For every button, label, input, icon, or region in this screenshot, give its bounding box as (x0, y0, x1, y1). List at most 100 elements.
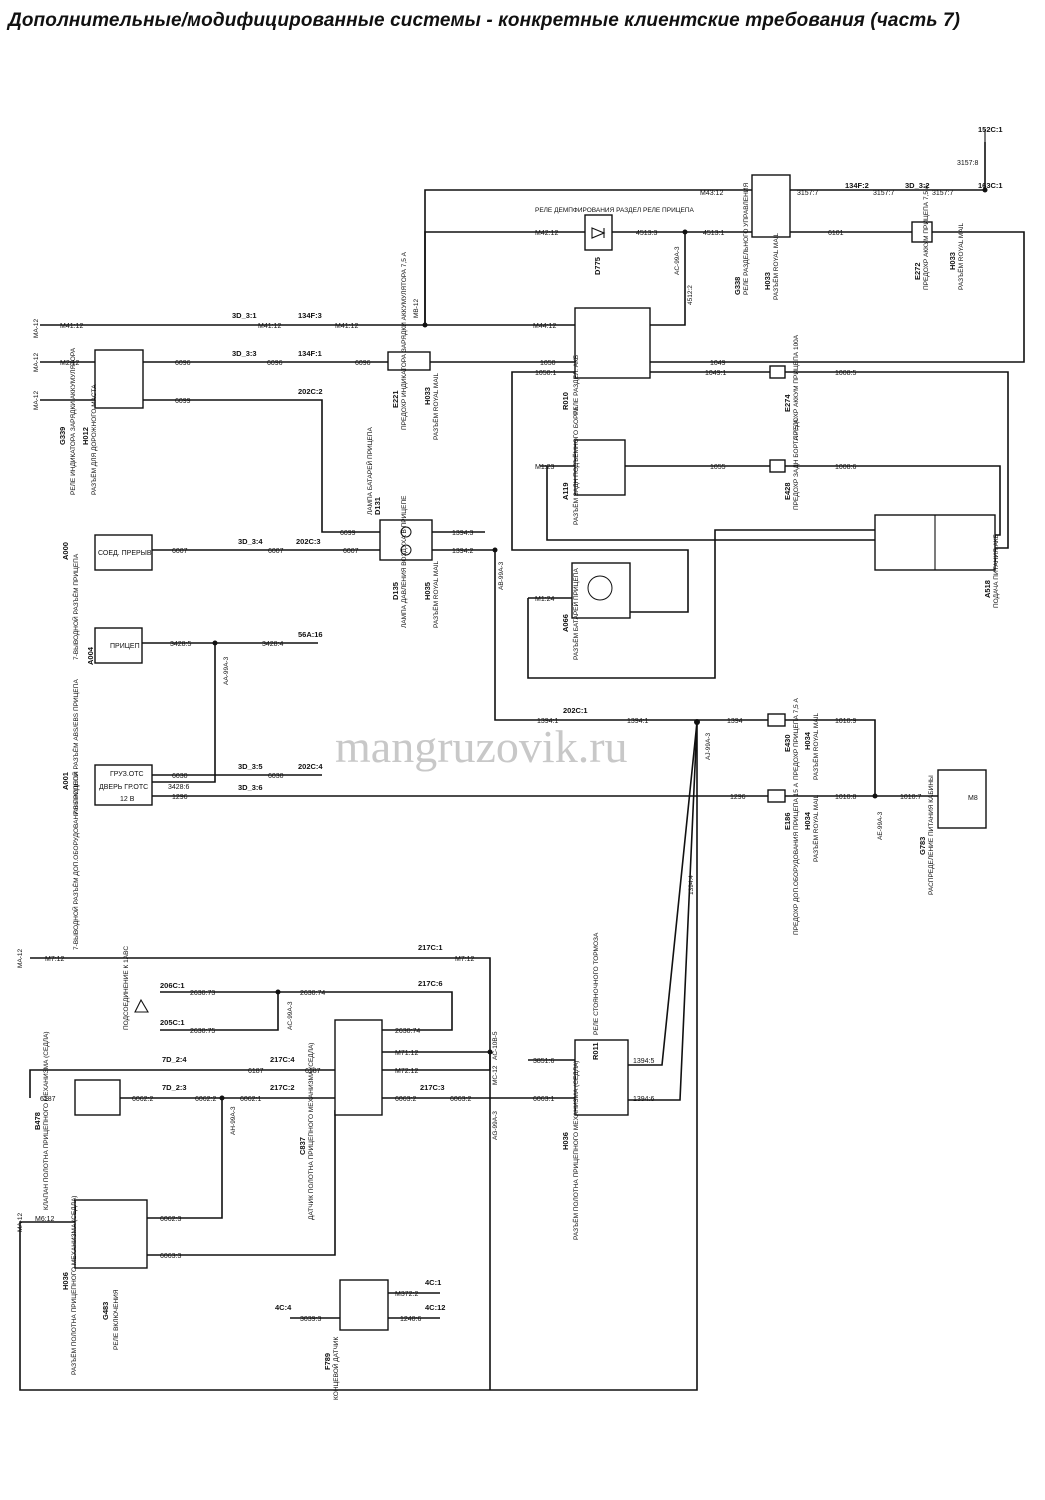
connector-label: 217C:3 (420, 1083, 445, 1092)
component-code: A066 (561, 614, 570, 632)
connector-label: 206C:1 (160, 981, 185, 990)
component-name: ПРЕДОХР ДОП.ОБОРУДОВАНИЯ ПРИЦЕПА 15 А (793, 782, 800, 935)
ground-label: MA-12 (33, 318, 40, 338)
ground-label: MC-12 (492, 1065, 499, 1085)
splice-label: 4512:2 (687, 285, 694, 305)
component-inner: ПРИЦЕП (110, 643, 140, 650)
splice-dots (212, 187, 988, 1101)
connector-label: M42:12 (535, 230, 558, 237)
connector-label: 1008:6 (835, 464, 857, 471)
ground-label: MA-12 (17, 948, 24, 968)
component-name: РЕЛЕ РАЗДЕЛ. АКБ (573, 355, 580, 415)
connector-label: M1:24 (535, 596, 555, 603)
component-name: ЛАМПА ДАВЛЕНИЯ ВОЗДУХА В ПРИЦЕПЕ (401, 495, 408, 628)
connector-label: M71:12 (395, 1050, 418, 1057)
connector-label: 6007 (343, 548, 359, 555)
connector-label: 1049:1 (705, 370, 727, 377)
component-name: РАЗЪЁМ ДЛЯ ДОРОЖНОГО МАСТА (90, 384, 98, 495)
component-name: РЕЛЕ ДЕМПФИРОВАНИЯ РАЗДЕЛ РЕЛЕ ПРИЦЕПА (535, 207, 695, 214)
component-row: ГРУЗ.ОТС (110, 771, 144, 778)
connector-label: 4C:4 (275, 1303, 292, 1312)
splice-label: AE-99A-3 (877, 811, 884, 840)
connector-label: 3428:4 (262, 641, 284, 648)
page-title: Дополнительные/модифицированные системы … (8, 10, 961, 31)
component-code: A001 (61, 772, 70, 790)
connector-label: M6:12 (35, 1216, 55, 1223)
component-code: F789 (323, 1353, 332, 1370)
component-code: H035 (423, 582, 432, 600)
component-name: КОНЦЕВОЙ ДАТЧИК (331, 1337, 340, 1400)
component-code: D135 (391, 582, 400, 600)
connector-label: 4C:1 (425, 1278, 441, 1287)
connector-label: 1394:3 (452, 530, 474, 537)
connector-label: 2630:73 (190, 990, 215, 997)
connector-label: 4513:3 (636, 230, 658, 237)
connector-label: 1394:1 (537, 718, 559, 725)
connector-label: 1050:1 (535, 370, 557, 377)
connector-label: 1394:2 (452, 548, 474, 555)
component-code: B478 (33, 1112, 42, 1130)
component-code: A000 (61, 542, 70, 560)
connector-label: 6062:3 (160, 1216, 182, 1223)
connector-label: 2630:75 (190, 1028, 215, 1035)
component-code: R010 (561, 392, 570, 410)
component-name: КЛАПАН ПОЛОТНА ПРИЦЕПНОГО МЕХАНИЗМА (СЕД… (43, 1032, 50, 1211)
splice-label: AJ-99A-3 (705, 733, 712, 760)
connector-label: M41:12 (258, 323, 281, 330)
connector-label: 205C:1 (160, 1018, 185, 1027)
component-name: ЛАМПА БАТАРЕЙ ПРИЦЕПА (365, 426, 374, 515)
connector-label: 6096 (175, 360, 191, 367)
component-name: РАЗЪЁМ ROYAL MAIL (957, 223, 965, 290)
connector-label: 163C:1 (978, 181, 1003, 190)
component-name: РАЗЪЁМ ROYAL MAIL (432, 373, 440, 440)
connector-label: 6063:1 (533, 1096, 555, 1103)
splice-label: AC-99A-3 (674, 246, 681, 275)
component-code: G483 (101, 1302, 110, 1320)
connector-label: 1049 (710, 360, 726, 367)
connector-label: 3157:7 (797, 190, 819, 197)
component-code: H033 (763, 272, 772, 290)
component-code: H036 (561, 1132, 570, 1150)
connector-label: M2:12 (60, 360, 80, 367)
connector-label: 7D_2:4 (162, 1055, 187, 1064)
connector-label: 217C:1 (418, 943, 443, 952)
connector-label: 3428:5 (170, 641, 192, 648)
connector-label: 1010:8 (835, 794, 857, 801)
connector-label: M7:12 (455, 956, 475, 963)
connector-label: 1008:5 (835, 370, 857, 377)
vertical-labels: MA-12 MA-12 MA-12 MA-12 MA-12 MB-12 MC-1… (17, 246, 884, 1232)
component-row: ДВЕРЬ ГР.ОТС (99, 784, 148, 791)
connector-label: 6101 (828, 230, 844, 237)
connector-label: 3D_3:6 (238, 783, 263, 792)
connector-label: 56A:16 (298, 630, 323, 639)
connector-label: 3851:6 (533, 1058, 555, 1065)
connector-label: 6096 (355, 360, 371, 367)
component-name: РЕЛЕ ВКЛЮЧЕНИЯ (113, 1289, 120, 1350)
component-name: РАЗЪЁМ ROYAL MAIL (432, 561, 440, 628)
component-code: H034 (803, 811, 812, 830)
component-code: D775 (593, 257, 602, 275)
component-name: РЕЛЕ РАЗДЕЛЬНОГО УПРАВЛЕНИЯ (743, 183, 750, 295)
ground-label: MA-12 (33, 352, 40, 372)
component-name: РАЗЪЁМ ROYAL MAIL (812, 713, 820, 780)
connector-label: 3D_3:1 (232, 311, 257, 320)
connector-label: 6063:2 (450, 1096, 472, 1103)
connector-label: M41:12 (60, 323, 83, 330)
component-code: G338 (733, 277, 742, 295)
component-name: ПРЕДОХР АККУМ ПРИЦЕПА 7,5 А (923, 184, 930, 290)
connector-label: M372:2 (395, 1291, 418, 1298)
ground-label: MA-12 (17, 1212, 24, 1232)
connector-label: 6187 (305, 1068, 321, 1075)
connector-label: M7:12 (45, 956, 65, 963)
connector-label: 1296 (172, 794, 188, 801)
component-code: G783 (918, 837, 927, 855)
connector-label: 202C:4 (298, 762, 323, 771)
component-code: H033 (423, 387, 432, 405)
component-name: РАЗЪЁМ ROYAL MAIL (772, 233, 780, 300)
connector-label: 7D_2:3 (162, 1083, 187, 1092)
connector-label: M41:12 (335, 323, 358, 330)
component-code: E221 (391, 390, 400, 408)
connector-label: 217C:4 (270, 1055, 295, 1064)
component-code: E272 (913, 262, 922, 280)
connector-label: 4513:1 (703, 230, 725, 237)
